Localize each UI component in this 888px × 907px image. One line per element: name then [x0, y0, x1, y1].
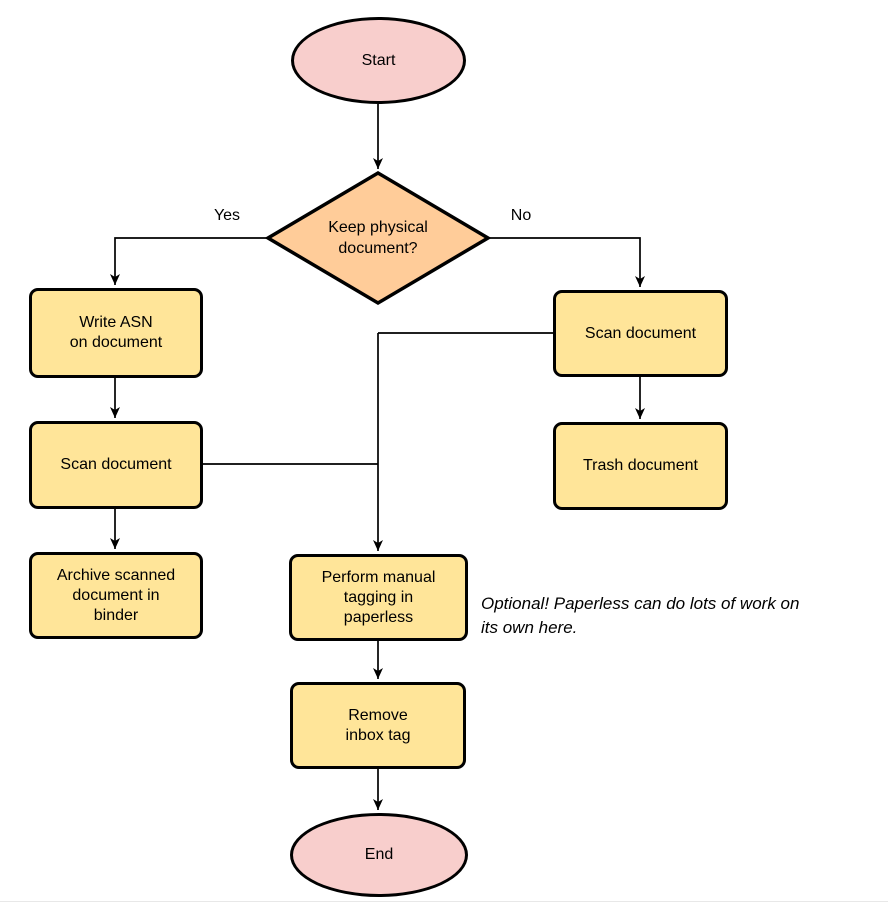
node-archive-scanned-document: Archive scanned document in binder	[29, 552, 203, 639]
node-scan-document-right: Scan document	[553, 290, 728, 377]
node-perform-manual-tagging: Perform manual tagging in paperless	[289, 554, 468, 641]
edge-decision-no-to-scan-right	[489, 237, 645, 287]
node-write-asn-on-document: Write ASN on document	[29, 288, 203, 378]
edge-decision-yes-to-write-asn	[110, 237, 267, 285]
node-scan-document-left: Scan document	[29, 421, 203, 509]
node-remove-inbox-tag: Remove inbox tag	[290, 682, 466, 769]
bottom-separator-line	[0, 901, 888, 902]
node-decision: Keep physical document?	[328, 219, 428, 257]
node-start: Start	[291, 17, 466, 104]
decision-diamond-shape	[264, 170, 492, 306]
note-optional-paperless: Optional! Paperless can do lots of work …	[481, 594, 800, 637]
node-end: End	[290, 813, 468, 897]
edge-label-no: No	[508, 207, 534, 225]
node-trash-document: Trash document	[553, 422, 728, 510]
edge-label-yes: Yes	[211, 207, 243, 225]
